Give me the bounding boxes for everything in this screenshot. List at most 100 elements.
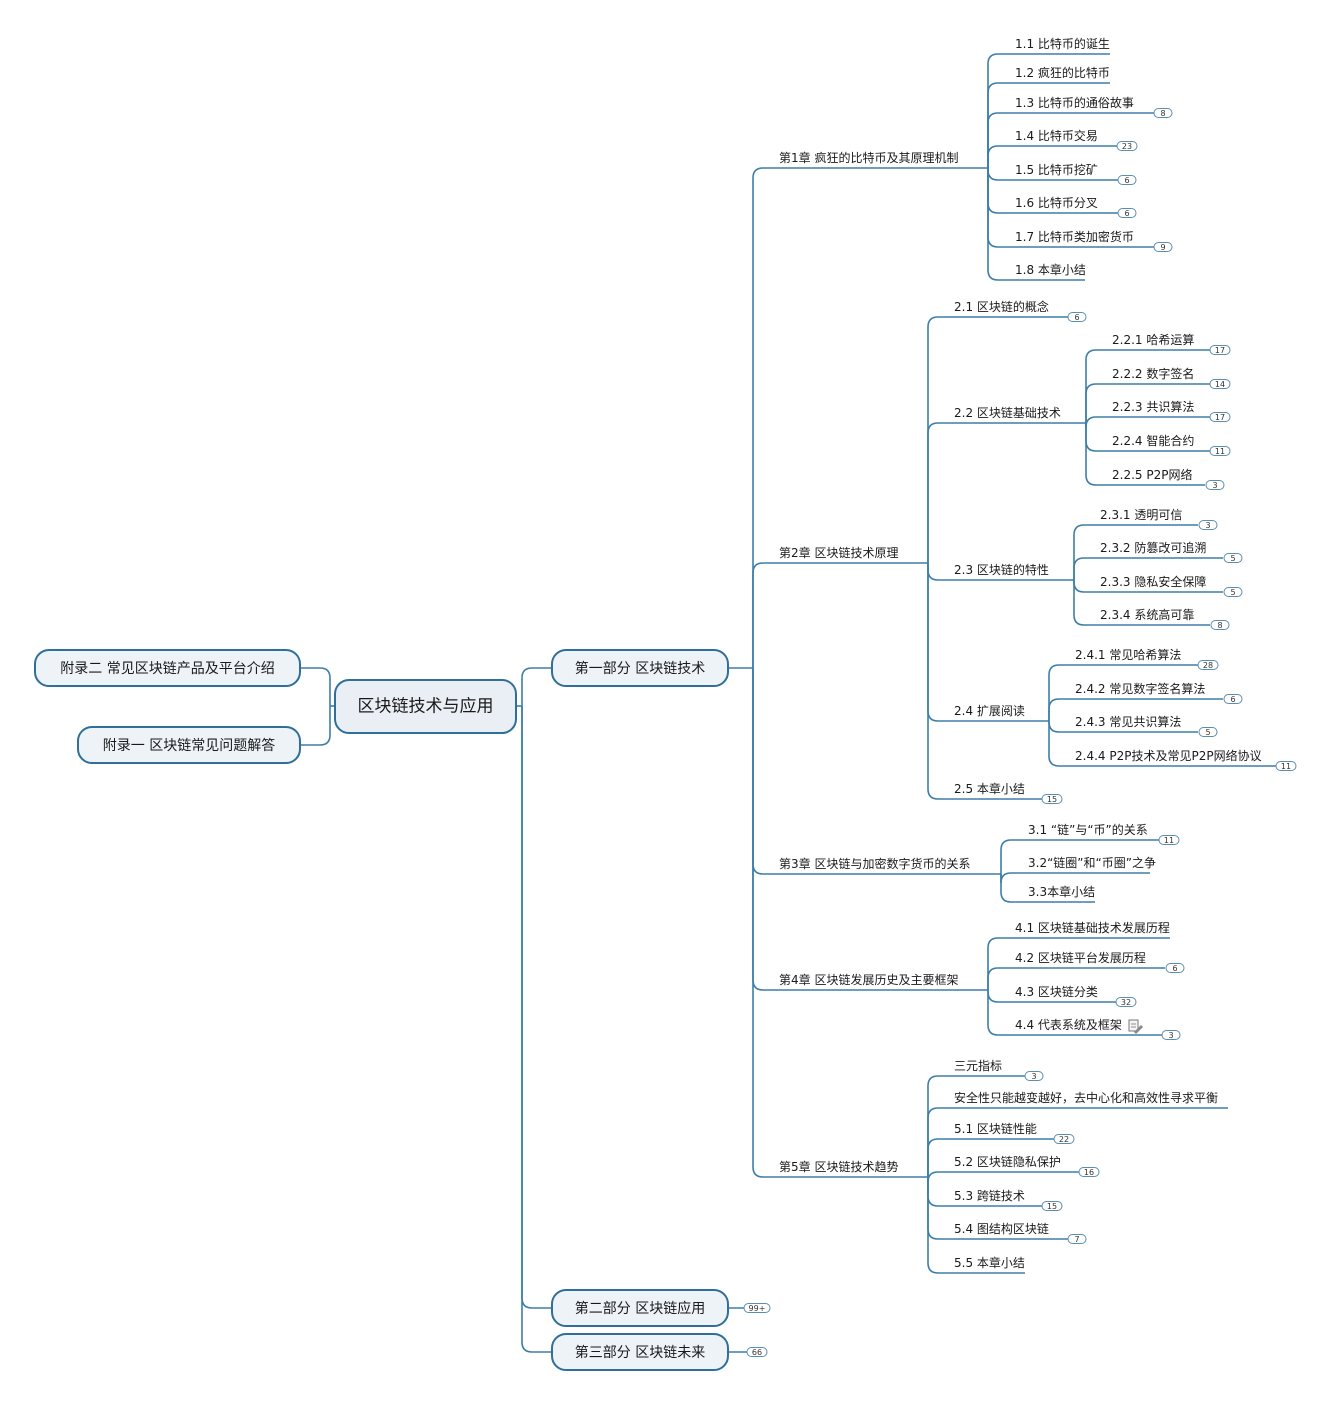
section-3-1[interactable]: 3.1 “链”与“币”的关系: [1016, 822, 1160, 841]
section-1-7[interactable]: 1.7 比特币类加密货币: [1003, 229, 1155, 248]
count-badge[interactable]: 16: [1078, 1167, 1100, 1178]
section-1-1[interactable]: 1.1 比特币的诞生: [1003, 36, 1110, 55]
connector: [1000, 839, 1016, 874]
appendix-two[interactable]: 附录二 常见区块链产品及平台介绍: [34, 649, 301, 687]
count-badge-text: 6: [1124, 209, 1129, 218]
subsection-2-2-1-label: 2.2.1 哈希运算: [1112, 332, 1194, 347]
section-4-3[interactable]: 4.3 区块链分类: [1003, 984, 1117, 1003]
count-badge[interactable]: 3: [1024, 1071, 1044, 1082]
section-4-1[interactable]: 4.1 区块链基础技术发展历程: [1003, 920, 1170, 939]
count-badge[interactable]: 5: [1198, 727, 1218, 738]
chapter-3[interactable]: 第3章 区块链与加密数字货币的关系: [767, 856, 1000, 875]
count-badge[interactable]: 11: [1158, 835, 1180, 846]
subsection-2-4-2-label: 2.4.2 常见数字签名算法: [1075, 681, 1205, 696]
count-badge[interactable]: 14: [1209, 379, 1231, 390]
subsection-2-3-4[interactable]: 2.3.4 系统高可靠: [1088, 607, 1210, 626]
count-badge[interactable]: 7: [1067, 1234, 1087, 1245]
section-3-3[interactable]: 3.3本章小结: [1016, 884, 1095, 903]
subsection-2-2-3[interactable]: 2.2.3 共识算法: [1100, 399, 1210, 418]
section-2-2[interactable]: 2.2 区块链基础技术: [942, 405, 1085, 424]
section-2-2-label: 2.2 区块链基础技术: [954, 405, 1061, 420]
subsection-2-4-1[interactable]: 2.4.1 常见哈希算法: [1063, 647, 1198, 666]
subsection-2-2-4[interactable]: 2.2.4 智能合约: [1100, 433, 1210, 452]
count-badge[interactable]: 5: [1223, 553, 1243, 564]
count-badge[interactable]: 6: [1117, 208, 1137, 219]
section-5-3[interactable]: 5.1 区块链性能: [942, 1121, 1055, 1140]
count-badge[interactable]: 3: [1205, 480, 1225, 491]
count-badge[interactable]: 11: [1209, 446, 1231, 457]
subsection-2-2-5[interactable]: 2.2.5 P2P网络: [1100, 467, 1205, 486]
count-badge-text: 3: [1205, 521, 1210, 530]
subsection-2-2-1[interactable]: 2.2.1 哈希运算: [1100, 332, 1210, 351]
subsection-2-4-4[interactable]: 2.4.4 P2P技术及常见P2P网络协议: [1063, 748, 1276, 767]
subsection-2-4-2[interactable]: 2.4.2 常见数字签名算法: [1063, 681, 1223, 700]
count-badge[interactable]: 32: [1115, 997, 1137, 1008]
count-badge[interactable]: 23: [1116, 141, 1138, 152]
chapter-4[interactable]: 第4章 区块链发展历史及主要框架: [767, 972, 988, 991]
connector: [1073, 580, 1088, 593]
count-badge[interactable]: 6: [1117, 175, 1137, 186]
section-1-5[interactable]: 1.5 比特币挖矿: [1003, 162, 1118, 181]
subsection-2-4-3-label: 2.4.3 常见共识算法: [1075, 714, 1181, 729]
count-badge[interactable]: 9: [1153, 242, 1173, 253]
count-badge[interactable]: 15: [1041, 794, 1063, 805]
subsection-2-3-3[interactable]: 2.3.3 隐私安全保障: [1088, 574, 1223, 593]
section-2-1[interactable]: 2.1 区块链的概念: [942, 299, 1068, 318]
section-5-6[interactable]: 5.4 图结构区块链: [942, 1221, 1068, 1240]
subsection-2-3-2[interactable]: 2.3.2 防篡改可追溯: [1088, 540, 1223, 559]
count-badge[interactable]: 28: [1197, 660, 1219, 671]
section-1-2[interactable]: 1.2 疯狂的比特币: [1003, 65, 1110, 84]
chapter-4-label: 第4章 区块链发展历史及主要框架: [779, 972, 958, 987]
note-icon[interactable]: [1128, 1019, 1143, 1034]
chapter-1[interactable]: 第1章 疯狂的比特币及其原理机制: [767, 150, 988, 169]
count-badge[interactable]: 5: [1223, 587, 1243, 598]
connector: [927, 1177, 942, 1240]
chapter-5[interactable]: 第5章 区块链技术趋势: [767, 1159, 928, 1178]
count-badge[interactable]: 3: [1198, 520, 1218, 531]
count-badge[interactable]: 17: [1209, 412, 1231, 423]
count-badge[interactable]: 3: [1161, 1030, 1181, 1041]
section-3-2[interactable]: 3.2“链圈”和“币圈”之争: [1016, 855, 1156, 874]
count-badge[interactable]: 15: [1041, 1201, 1063, 1212]
count-badge[interactable]: 22: [1053, 1134, 1075, 1145]
part-one[interactable]: 第一部分 区块链技术: [551, 649, 729, 687]
section-2-5[interactable]: 2.5 本章小结: [942, 781, 1043, 800]
section-2-3[interactable]: 2.3 区块链的特性: [942, 562, 1072, 581]
central-topic[interactable]: 区块链技术与应用: [334, 679, 517, 734]
count-badge-text: 15: [1047, 795, 1057, 804]
section-2-4[interactable]: 2.4 扩展阅读: [942, 704, 1048, 722]
count-badge[interactable]: 66: [746, 1347, 768, 1358]
count-badge[interactable]: 6: [1165, 963, 1185, 974]
chapter-2[interactable]: 第2章 区块链技术原理: [767, 545, 928, 564]
count-badge[interactable]: 6: [1067, 312, 1087, 323]
count-badge[interactable]: 17: [1209, 345, 1231, 356]
subsection-2-3-1[interactable]: 2.3.1 透明可信: [1088, 508, 1198, 526]
appendix-one[interactable]: 附录一 区块链常见问题解答: [77, 726, 301, 764]
count-badge[interactable]: 99+: [743, 1303, 771, 1314]
section-4-2[interactable]: 4.2 区块链平台发展历程: [1003, 950, 1165, 969]
connector: [927, 1138, 942, 1177]
section-1-6[interactable]: 1.6 比特币分叉: [1003, 195, 1118, 214]
subsection-2-4-3[interactable]: 2.4.3 常见共识算法: [1063, 714, 1198, 733]
count-badge[interactable]: 8: [1153, 108, 1173, 119]
section-1-3[interactable]: 1.3 比特币的通俗故事: [1003, 95, 1155, 114]
connector: [752, 562, 767, 668]
section-5-2[interactable]: 安全性只能越变越好，去中心化和高效性寻求平衡: [942, 1090, 1228, 1109]
count-badge[interactable]: 8: [1210, 620, 1230, 631]
section-5-5[interactable]: 5.3 跨链技术: [942, 1188, 1043, 1207]
section-1-8[interactable]: 1.8 本章小结: [1003, 262, 1086, 281]
section-1-4[interactable]: 1.4 比特币交易: [1003, 128, 1118, 147]
section-4-4[interactable]: 4.4 代表系统及框架: [1003, 1018, 1162, 1036]
section-5-7[interactable]: 5.5 本章小结: [942, 1255, 1025, 1274]
connector: [1073, 557, 1088, 580]
part-two[interactable]: 第二部分 区块链应用: [551, 1289, 729, 1327]
connectors: [300, 53, 1100, 1353]
part-three[interactable]: 第三部分 区块链未来: [551, 1333, 729, 1371]
count-badge[interactable]: 11: [1275, 761, 1297, 772]
subsection-2-2-2[interactable]: 2.2.2 数字签名: [1100, 366, 1210, 385]
count-badge[interactable]: 6: [1223, 694, 1243, 705]
section-1-6-label: 1.6 比特币分叉: [1015, 195, 1098, 210]
section-5-4[interactable]: 5.2 区块链隐私保护: [942, 1154, 1080, 1173]
section-5-1[interactable]: 三元指标: [942, 1058, 1025, 1077]
count-badge-pill: [1209, 446, 1231, 456]
